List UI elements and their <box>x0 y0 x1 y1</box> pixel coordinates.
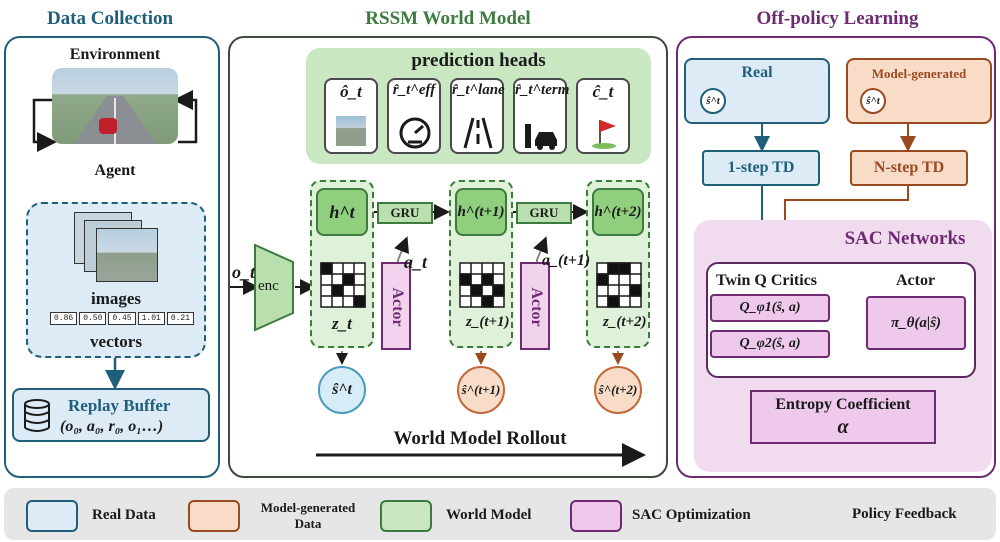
model-state-t2: ŝ^(t+2) <box>594 366 642 414</box>
hidden-state-t2: h^(t+2) <box>592 188 644 236</box>
env-loop-right <box>173 90 198 144</box>
env-loop-left <box>32 98 57 152</box>
legend-real-swatch <box>26 500 78 532</box>
model-state-symbol: ŝ^t <box>860 88 886 114</box>
lane-icon <box>463 117 493 149</box>
rollout-label: World Model Rollout <box>393 428 567 449</box>
obs-input-label: o_t <box>232 262 256 282</box>
offpolicy-panel <box>676 36 996 478</box>
vector-cell: 0.86 <box>50 312 78 325</box>
legend-world-label: World Model <box>446 507 532 523</box>
rssm-actor-2: Actor <box>520 262 550 350</box>
title-rssm: RSSM World Model <box>365 8 531 29</box>
head-continue-label: ĉ_t <box>592 82 614 101</box>
data-collection-panel <box>4 36 220 478</box>
gru-box-2: GRU <box>516 202 572 224</box>
legend-world-swatch <box>380 500 432 532</box>
head-reward-term: r̂_t^term <box>513 78 570 154</box>
legend-bar <box>4 488 996 540</box>
vector-cell: 0.45 <box>108 312 136 325</box>
sac-networks-label: SAC Networks <box>844 228 966 249</box>
rssm-panel <box>228 36 668 478</box>
agent-label: Agent <box>94 162 136 179</box>
title-data-collection: Data Collection <box>46 8 174 29</box>
actor-label: Actor <box>896 272 936 289</box>
latent-grid-t <box>320 262 366 308</box>
policy-actor: π_θ(a|ŝ) <box>866 296 966 350</box>
stoch-state-t: z_t <box>332 314 352 333</box>
speedometer-icon <box>399 117 431 149</box>
collision-icon <box>525 124 557 150</box>
legend-sac-swatch <box>570 500 622 532</box>
legend-model-swatch <box>188 500 240 532</box>
flag-icon <box>592 120 616 149</box>
action-t: a_t <box>404 252 428 272</box>
vector-row: 0.86 0.50 0.45 1.01 0.21 <box>50 312 195 325</box>
hidden-state-t1: h^(t+1) <box>455 188 507 236</box>
entropy-label: Entropy Coefficient <box>775 396 911 413</box>
n-step-td: N-step TD <box>850 150 968 186</box>
model-data-box: Model-generated ŝ^t <box>846 58 992 124</box>
model-generated-label: Model-generated <box>871 66 967 81</box>
legend-feedback-label: Policy Feedback <box>852 506 957 522</box>
one-step-td: 1-step TD <box>702 150 820 186</box>
legend-sac-label: SAC Optimization <box>632 507 751 523</box>
action-t1: a_(t+1) <box>542 252 591 269</box>
real-data-box: Real ŝ^t <box>684 58 830 124</box>
head-reward-lane: r̂_t^lane <box>450 78 505 154</box>
vectors-label: vectors <box>90 332 142 351</box>
stoch-state-t1: z_(t+1) <box>466 314 510 330</box>
alpha-symbol: α <box>837 416 849 438</box>
prediction-heads-label: prediction heads <box>411 50 546 71</box>
head-reward-term-label: r̂_t^term <box>515 82 570 98</box>
model-state-t: ŝ^t <box>318 366 366 414</box>
stoch-state-t2: z_(t+2) <box>603 314 647 330</box>
latent-grid-t1 <box>459 262 505 308</box>
environment-label: Environment <box>69 46 161 63</box>
rssm-actor-2-label: Actor <box>528 287 545 327</box>
encoder-shape <box>254 243 294 332</box>
legend-model-label: Model-generated Data <box>260 500 356 531</box>
images-label: images <box>90 289 142 308</box>
database-icon <box>24 399 50 432</box>
rssm-actor-1: Actor <box>381 262 411 350</box>
obs-thumbnail <box>336 116 366 146</box>
legend-real-label: Real Data <box>92 507 156 523</box>
replay-tuple: (o₀, a₀, r₀, o₁…) <box>60 418 164 435</box>
q1-critic: Q_φ1(ŝ, a) <box>710 294 830 322</box>
twin-q-label: Twin Q Critics <box>716 272 818 289</box>
head-obs-label: ô_t <box>340 82 362 101</box>
replay-buffer-label: Replay Buffer <box>68 396 171 415</box>
vector-cell: 1.01 <box>137 312 165 325</box>
head-reward-eff: r̂_t^eff <box>387 78 441 154</box>
real-label: Real <box>741 64 773 81</box>
entropy-box: Entropy Coefficient α <box>750 390 936 444</box>
replay-buffer: Replay Buffer (o₀, a₀, r₀, o₁…) <box>12 388 210 442</box>
model-state-t1: ŝ^(t+1) <box>457 366 505 414</box>
rssm-actor-1-label: Actor <box>389 287 406 327</box>
head-reward-lane-label: r̂_t^lane <box>452 82 505 98</box>
head-obs: ô_t <box>324 78 378 154</box>
vector-cell: 0.21 <box>166 312 195 325</box>
real-state-symbol: ŝ^t <box>700 88 726 114</box>
gru-box-1: GRU <box>377 202 433 224</box>
q2-critic: Q_φ2(ŝ, a) <box>710 330 830 358</box>
latent-grid-t2 <box>596 262 642 308</box>
title-offpolicy: Off-policy Learning <box>756 8 919 29</box>
encoder-label: enc <box>258 278 279 294</box>
head-continue: ĉ_t <box>576 78 630 154</box>
image-stack-3 <box>96 228 158 282</box>
vector-cell: 0.50 <box>79 312 107 325</box>
hidden-state-t: h^t <box>316 188 368 236</box>
environment-image <box>52 68 178 144</box>
head-reward-eff-label: r̂_t^eff <box>392 82 436 98</box>
